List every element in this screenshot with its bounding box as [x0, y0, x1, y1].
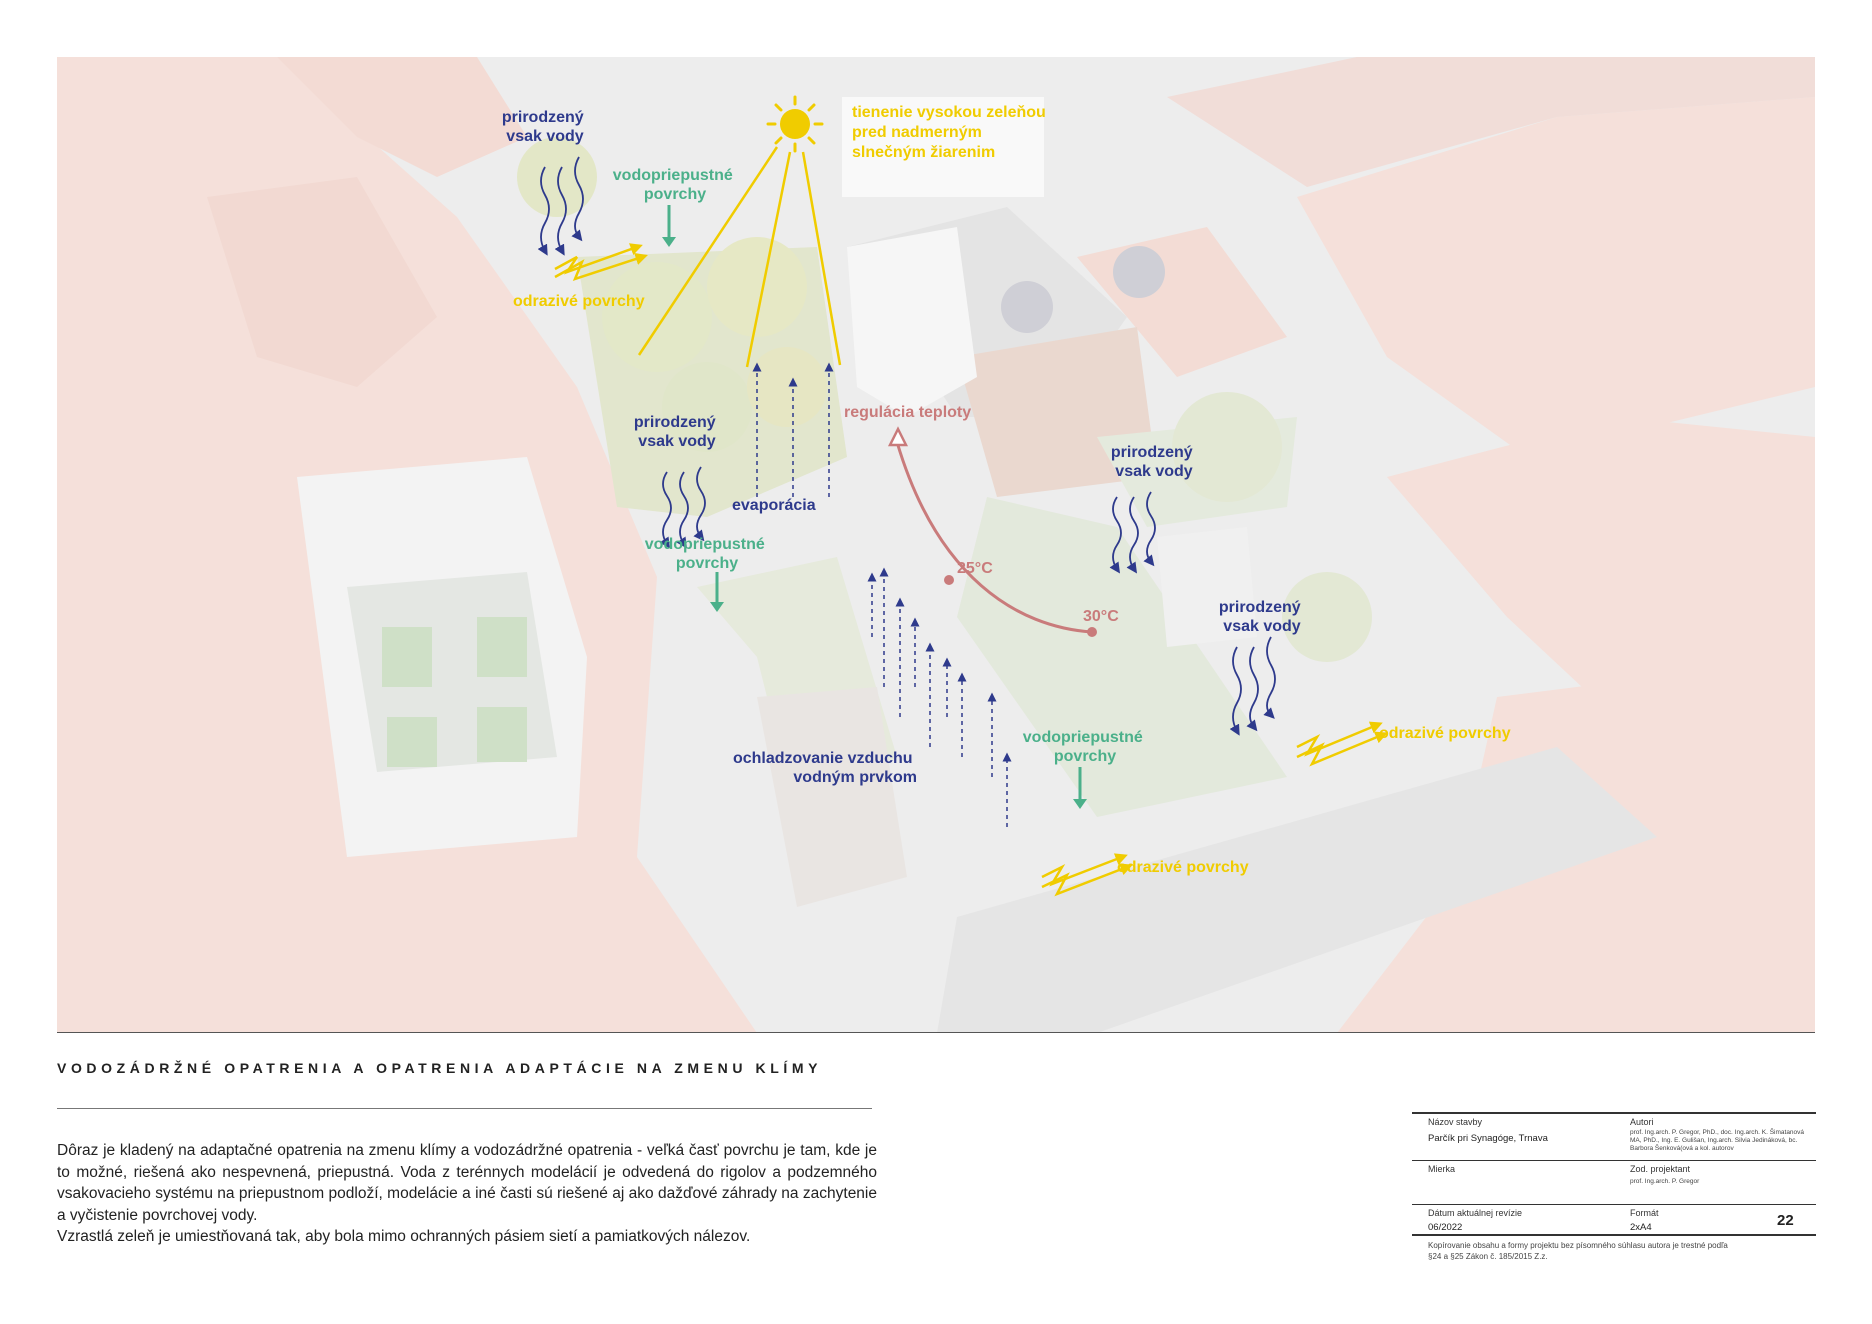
description-text: Dôraz je kladený na adaptačné opatrenia … [57, 1140, 877, 1248]
cooling-arrows [867, 567, 1012, 827]
revision-value: 06/2022 [1428, 1222, 1463, 1233]
tree-5 [517, 137, 597, 217]
courtyard-bed-1 [382, 627, 432, 687]
temp-25-label: 25°C [957, 560, 993, 577]
tree-4 [747, 347, 827, 427]
sun-icon [766, 95, 824, 153]
synagogue-dome-1 [1001, 281, 1053, 333]
roof-left-inner [207, 177, 437, 387]
courtyard-bed-2 [477, 617, 527, 677]
temp-dot-30 [1087, 627, 1097, 637]
shading-label: tienenie vysokou zeleňou pred nadmerným … [852, 104, 1050, 161]
temp-dot-25 [944, 575, 954, 585]
infiltration-label-1: prirodzený vsak vody [502, 109, 588, 145]
format-label: Formát [1630, 1208, 1659, 1218]
project-label: Názov stavby [1428, 1117, 1483, 1127]
shading-label-bg [842, 97, 1044, 197]
courtyard-bed-3 [387, 717, 437, 767]
infiltration-arrows-4 [1229, 636, 1276, 736]
infiltration-label-2: prirodzený vsak vody [634, 414, 720, 450]
permeable-label-3: vodopriepustné povrchy [1023, 729, 1147, 765]
page-number: 22 [1777, 1212, 1794, 1229]
lawn-2 [957, 497, 1287, 817]
water-feature [757, 687, 907, 907]
permeable-label-1: vodopriepustné povrchy [613, 167, 737, 203]
evaporation-arrows [752, 362, 834, 497]
reflective-arrows-2 [1296, 721, 1388, 767]
infiltration-label-3: prirodzený vsak vody [1111, 444, 1197, 480]
temp-30-label: 30°C [1083, 608, 1119, 625]
roof-top-left [277, 57, 527, 177]
pavilion [1157, 527, 1257, 647]
cooling-label: ochladzovanie vzduchu vodným prvkom [733, 750, 917, 786]
reflective-label-2: odrazivé povrchy [1379, 725, 1511, 742]
building-white [847, 227, 977, 417]
section-title: VODOZÁDRŽNÉ OPATRENIA A OPATRENIA ADAPTÁ… [57, 1060, 823, 1076]
scale-label: Mierka [1428, 1164, 1456, 1174]
temp-regulation-label: regulácia teploty [844, 404, 971, 421]
tree-3 [662, 362, 752, 452]
project-value: Parčík pri Synagóge, Trnava [1428, 1133, 1548, 1144]
divider-top [57, 1032, 1815, 1033]
tree-1 [602, 262, 712, 372]
reflective-label-3: odrazivé povrchy [1117, 859, 1249, 876]
tree-right-2 [1282, 572, 1372, 662]
copyright-note: Kopírovanie obsahu a formy projektu bez … [1428, 1241, 1728, 1261]
lead-label: Zod. projektant [1630, 1164, 1691, 1174]
format-value: 2xA4 [1630, 1222, 1652, 1233]
description-paragraph-2: Vzrastlá zeleň je umiestňovaná tak, aby … [57, 1228, 751, 1245]
roof-top-right [1167, 57, 1815, 187]
courtyard-bed-4 [477, 707, 527, 762]
infiltration-arrows-3 [1109, 491, 1156, 574]
synagogue-dome-2 [1113, 246, 1165, 298]
sun-rays [637, 146, 842, 368]
authors-label: Autori [1630, 1117, 1654, 1127]
divider-mid [57, 1108, 872, 1109]
infiltration-arrows-1 [537, 156, 584, 256]
revision-label: Dátum aktuálnej revízie [1428, 1208, 1523, 1218]
lead-value: prof. Ing.arch. P. Gregor [1630, 1178, 1700, 1185]
reflective-arrows-1 [554, 243, 648, 282]
evaporation-label: evaporácia [732, 497, 816, 514]
description-paragraph-1: Dôraz je kladený na adaptačné opatrenia … [57, 1142, 877, 1224]
permeable-label-2: vodopriepustné povrchy [645, 536, 769, 572]
tree-2 [707, 237, 807, 337]
aerial-photo: tienenie vysokou zeleňou pred nadmerným … [57, 57, 1815, 1033]
infiltration-arrows-2 [659, 466, 706, 549]
roof-right-1 [1297, 97, 1815, 457]
temp-regulation-arc [895, 441, 1093, 634]
permeable-arrows [662, 205, 1087, 809]
street [937, 747, 1657, 1033]
temp-arrow-head [887, 426, 909, 447]
title-block: Názov stavby Parčík pri Synagóge, Trnava… [1412, 1112, 1816, 1272]
tree-right [1172, 392, 1282, 502]
infiltration-label-4: prirodzený vsak vody [1219, 599, 1305, 635]
authors-value: prof. Ing.arch. P. Gregor, PhD., doc. In… [1630, 1129, 1805, 1152]
reflective-label-1: odrazivé povrchy [513, 293, 645, 310]
reflective-arrows-3 [1041, 853, 1133, 897]
